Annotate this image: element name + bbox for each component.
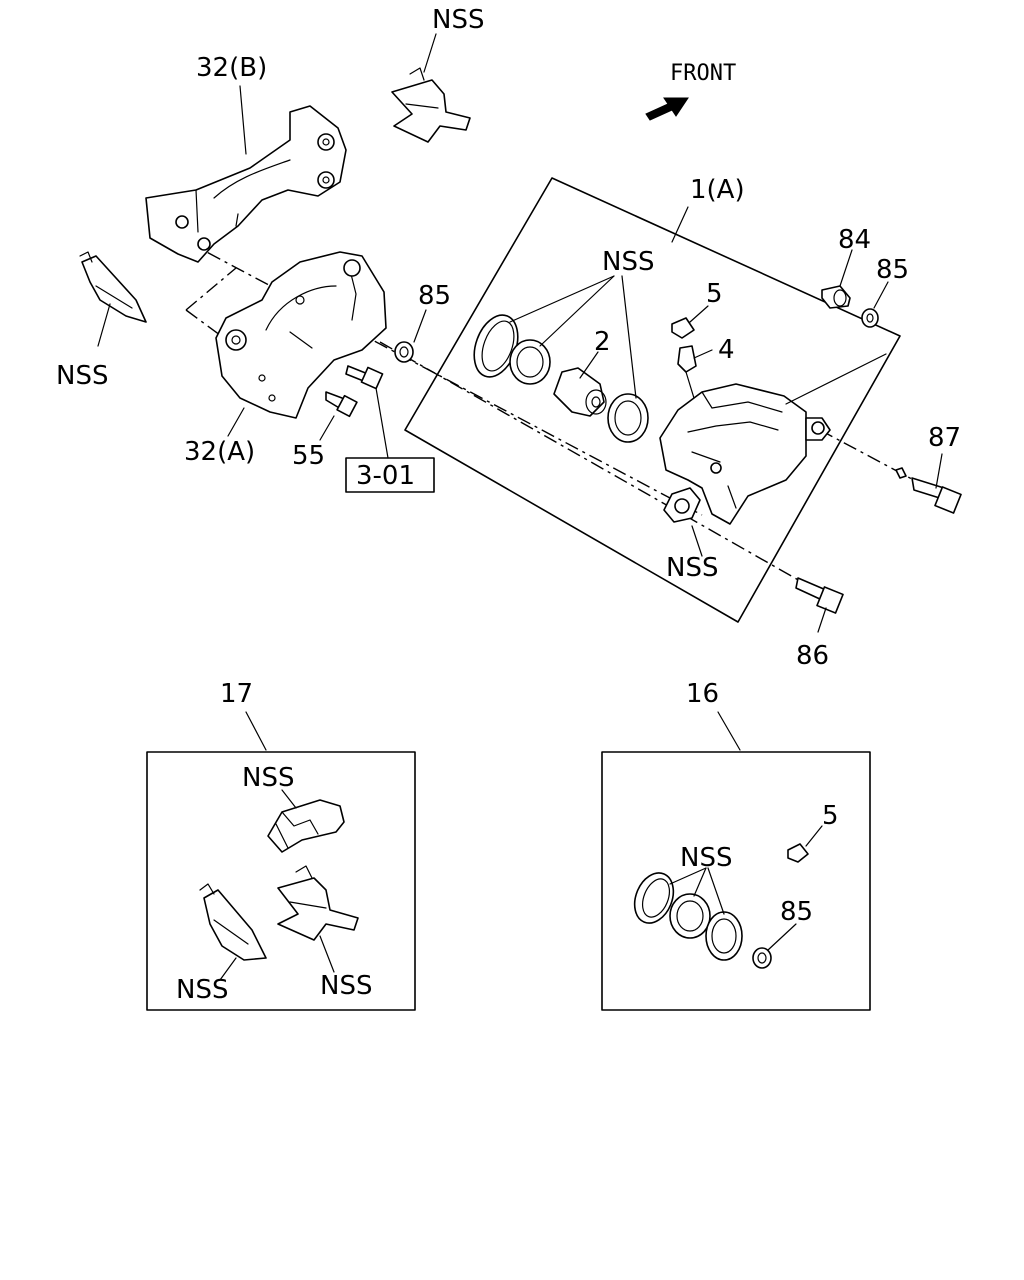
label-4: 4 xyxy=(718,335,735,365)
leader-32b xyxy=(239,85,247,155)
label-kit-16: 16 xyxy=(686,679,719,709)
axis-line-lower xyxy=(379,341,831,599)
dust-boot xyxy=(509,339,551,385)
axis-line-connector xyxy=(185,267,237,311)
kit17-clip xyxy=(277,865,359,941)
bushing-84 xyxy=(821,285,851,309)
kit16-seal xyxy=(705,911,743,961)
front-arrow-icon xyxy=(645,97,689,121)
bolt-55 xyxy=(325,391,358,418)
label-kit16-85: 85 xyxy=(780,897,813,927)
bolt-86 xyxy=(795,577,844,614)
kit17-shim xyxy=(199,883,267,961)
leader-kit16-nss-3 xyxy=(707,867,725,915)
leader-16 xyxy=(717,711,741,751)
label-ref-3-01: 3-01 xyxy=(356,461,415,491)
kit16-washer-85 xyxy=(752,947,772,969)
kit16-cap-5 xyxy=(787,843,809,863)
leader-kit16-nss-2 xyxy=(693,867,707,897)
label-bracket-32a: 32(A) xyxy=(184,437,255,467)
leader-2 xyxy=(579,351,599,379)
bleeder-screw-4 xyxy=(677,345,697,373)
label-55: 55 xyxy=(292,441,325,471)
leader-87 xyxy=(935,453,943,489)
leader-kit17-pad xyxy=(281,789,297,809)
leader-3-01 xyxy=(375,387,389,459)
label-kit17-nss-shim: NSS xyxy=(176,975,228,1005)
leader-kit16-nss-1 xyxy=(669,867,707,885)
label-kit16-nss-seals: NSS xyxy=(680,843,732,873)
leader-84 xyxy=(839,249,853,287)
label-5-top: 5 xyxy=(706,279,723,309)
leader-85-right xyxy=(873,281,889,309)
label-kit17-nss-pad: NSS xyxy=(242,763,294,793)
label-kit16-5: 5 xyxy=(822,801,839,831)
bracket-32a xyxy=(215,251,387,419)
piston-seal xyxy=(607,393,649,443)
label-kit17-nss-clip: NSS xyxy=(320,971,372,1001)
label-kit-17: 17 xyxy=(220,679,253,709)
bolt-87 xyxy=(895,467,962,514)
kit16-boot xyxy=(669,893,711,939)
bracket-32b xyxy=(145,105,347,263)
leader-85-mid xyxy=(413,309,427,343)
label-front: FRONT xyxy=(670,61,736,86)
ref-box-3-01 xyxy=(345,457,435,493)
label-87: 87 xyxy=(928,423,961,453)
leader-kit17-clip xyxy=(319,935,335,973)
leader-kit16-5 xyxy=(805,825,823,847)
caliper-assembly-frame xyxy=(404,177,901,623)
leader-nss-caliper xyxy=(691,525,703,557)
axis-line-upper xyxy=(183,239,703,516)
label-86: 86 xyxy=(796,641,829,671)
leader-kit17-shim xyxy=(219,957,237,981)
leader-left-shim xyxy=(97,303,111,347)
kit17-brake-pad xyxy=(267,799,345,853)
piston-2 xyxy=(553,367,607,417)
label-85-right: 85 xyxy=(876,255,909,285)
leader-1a xyxy=(671,206,689,243)
washer-85-right xyxy=(861,308,879,328)
leader-5-top xyxy=(689,305,709,323)
leader-nss-seal-3 xyxy=(621,275,637,399)
kit16-ring xyxy=(633,872,675,924)
label-85-mid: 85 xyxy=(418,281,451,311)
bleeder-cap-5 xyxy=(671,317,695,339)
left-shim xyxy=(79,251,147,323)
caliper-body xyxy=(659,383,831,525)
leader-top-clip xyxy=(423,33,437,73)
label-84: 84 xyxy=(838,225,871,255)
label-nss-top-clip: NSS xyxy=(432,5,484,35)
leader-1a-to-84 xyxy=(785,353,887,405)
leader-nss-seal-1 xyxy=(509,275,615,323)
label-nss-seals: NSS xyxy=(602,247,654,277)
leader-nss-seal-2 xyxy=(539,275,615,347)
leader-32a xyxy=(227,407,245,437)
leader-17 xyxy=(245,711,267,751)
kit-16-box xyxy=(601,751,871,1011)
leader-86 xyxy=(817,607,827,633)
washer-85-mid xyxy=(394,341,414,363)
leader-kit16-85 xyxy=(767,923,797,951)
label-bracket-32b: 32(B) xyxy=(196,53,267,83)
label-2: 2 xyxy=(594,327,611,357)
label-nss-left-shim: NSS xyxy=(56,361,108,391)
leader-4 xyxy=(693,349,713,359)
bolt-3-01 xyxy=(345,365,384,390)
label-caliper-1a: 1(A) xyxy=(690,175,745,205)
leader-55 xyxy=(319,415,335,441)
top-clip xyxy=(391,67,471,143)
kit-17-box xyxy=(146,751,416,1011)
label-nss-caliper: NSS xyxy=(666,553,718,583)
